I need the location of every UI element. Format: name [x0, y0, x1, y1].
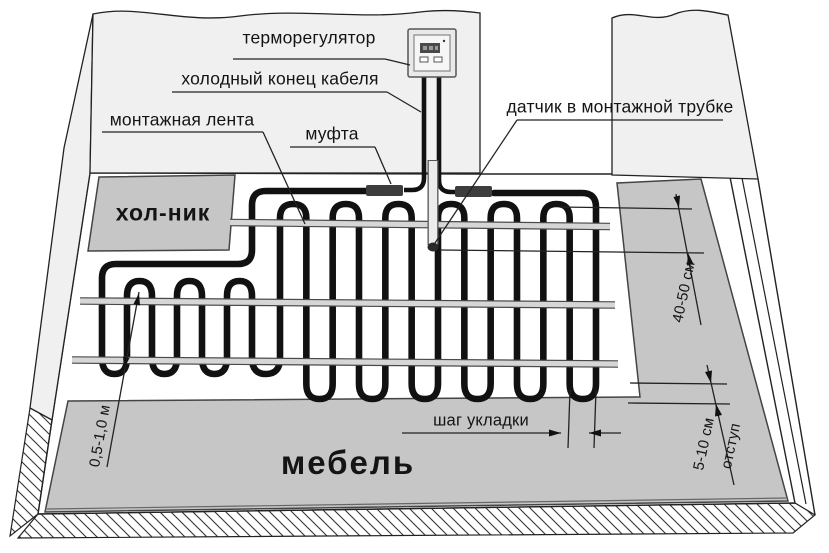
annotation-line [627, 402, 731, 405]
thermostat-button-right [433, 56, 443, 63]
thermostat-unit [407, 28, 457, 78]
annotation-line [374, 146, 392, 185]
slab-hatch-band [16, 502, 817, 539]
annotation-line [106, 291, 140, 468]
annotation-line [439, 249, 705, 254]
annotation-line [706, 364, 735, 486]
furniture-front-edge [46, 497, 787, 510]
coupling-left [366, 185, 403, 196]
label-cold-end: холодный конец кабеля [181, 68, 379, 89]
label-mounting-tape: монтажная лента [109, 109, 255, 130]
label-thermostat: терморегулятор [242, 27, 376, 48]
dimension-arrowhead [705, 370, 712, 383]
right-wall [611, 9, 759, 180]
dimension-arrowhead [549, 429, 561, 437]
furniture-zone [44, 178, 789, 513]
annotation-line [567, 389, 571, 449]
cold-lead-right [436, 77, 457, 195]
label-furniture-zone: мебель [280, 444, 416, 481]
annotation-line [384, 58, 411, 66]
label-fridge-zone: хол-ник [115, 199, 211, 226]
floor-sensor [427, 242, 439, 252]
mounting-tape-bar [71, 357, 619, 367]
mounting-tape-bar [79, 298, 616, 308]
label-laying-step: шаг укладки [433, 411, 529, 430]
annotation-line [559, 206, 693, 210]
annotation-line [386, 91, 422, 113]
label-coupling: муфта [305, 123, 359, 144]
dimension-arrowhead [133, 293, 140, 306]
dimension-arrowhead [715, 404, 722, 417]
heating-cable [98, 187, 600, 403]
mounting-tapes [71, 218, 619, 368]
annotation-line [432, 119, 518, 247]
dimension-arrowhead [589, 429, 601, 437]
dimension-arrowhead [673, 195, 680, 208]
slab-right-outer-edge [757, 178, 816, 516]
skirting-line [741, 177, 807, 505]
fridge-zone [87, 174, 236, 252]
label-sensor: датчик в монтажной трубке [506, 96, 734, 117]
cold-lead-left [404, 77, 427, 193]
coupling-right [455, 186, 492, 197]
annotation-line [262, 131, 306, 225]
mounting-tape-bar [229, 219, 611, 230]
dimension-arrowhead [123, 356, 130, 369]
dimension-arrowhead [687, 253, 694, 266]
thermostat-button-left [419, 56, 429, 63]
dimension-arrowheads [123, 195, 722, 437]
annotation-line [593, 389, 597, 449]
